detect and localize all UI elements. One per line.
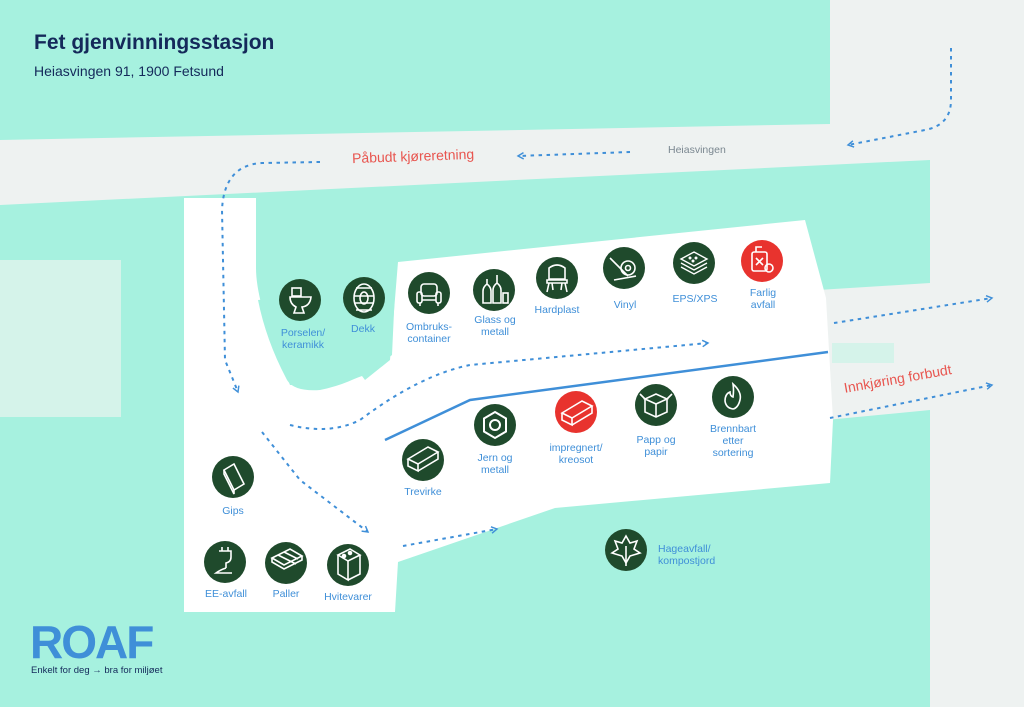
hex-nut-icon bbox=[483, 410, 507, 440]
station-label-dekk: Dekk bbox=[351, 323, 375, 335]
logo-tagline: Enkelt for deg → bra for miljøet bbox=[31, 665, 163, 676]
station-trevirke bbox=[402, 439, 444, 481]
arrow-exit-top bbox=[833, 295, 994, 324]
divider-line bbox=[384, 350, 829, 442]
foam-block-icon bbox=[679, 251, 709, 275]
armchair-icon bbox=[416, 283, 442, 306]
station-label-eps: EPS/XPS bbox=[672, 293, 718, 305]
ee-circle bbox=[204, 541, 246, 583]
arrow-exit-bottom bbox=[829, 382, 994, 419]
plank-icon bbox=[406, 446, 440, 473]
plastic-chair-icon bbox=[546, 264, 568, 293]
station-brennbart bbox=[712, 376, 754, 418]
roaf-wordmark-graphic: ROAF bbox=[30, 616, 155, 668]
impregnert-circle bbox=[555, 391, 597, 433]
roaf-logo: ROAF bbox=[30, 616, 155, 669]
arrow-entry-down bbox=[846, 48, 952, 148]
plug-icon bbox=[213, 547, 232, 574]
glass-circle bbox=[473, 269, 515, 311]
station-label-trevirke: Trevirke bbox=[404, 486, 442, 498]
cardboard-box-icon bbox=[639, 393, 673, 418]
station-impregnert bbox=[555, 391, 597, 433]
station-label-farlig: Farlig avfall bbox=[749, 287, 777, 311]
toilet-icon bbox=[289, 287, 312, 314]
tire-icon bbox=[353, 283, 375, 313]
station-label-hageavfall: Hageavfall/ kompostjord bbox=[658, 543, 716, 567]
station-label-porselen: Porselen/ keramikk bbox=[280, 327, 326, 351]
stations bbox=[204, 240, 783, 586]
porselen-circle bbox=[279, 279, 321, 321]
station-paller bbox=[265, 542, 307, 584]
paller-circle bbox=[265, 542, 307, 584]
station-label-paller: Paller bbox=[272, 588, 300, 600]
station-farlig bbox=[741, 240, 783, 282]
station-label-papp: Papp og papir bbox=[636, 434, 676, 458]
station-glass bbox=[473, 269, 515, 311]
station-jern bbox=[474, 404, 516, 446]
bottles-icon bbox=[482, 275, 509, 304]
pallet-icon bbox=[270, 548, 304, 570]
station-label-jern: Jern og metall bbox=[477, 452, 513, 476]
station-label-impregnert: impregnert/ kreosot bbox=[549, 442, 603, 466]
gips-circle bbox=[212, 456, 254, 498]
road-name-label: Heiasvingen bbox=[668, 144, 726, 156]
page-title: Fet gjenvinningsstasjon bbox=[34, 31, 275, 54]
hazard-canister-icon bbox=[751, 246, 774, 273]
station-papp bbox=[635, 384, 677, 426]
station-porselen bbox=[279, 279, 321, 321]
arrow-road-left bbox=[516, 151, 631, 160]
station-label-hardplast: Hardplast bbox=[534, 304, 580, 316]
station-dekk bbox=[343, 277, 385, 319]
hardplast-circle bbox=[536, 257, 578, 299]
washing-machine-icon bbox=[336, 548, 362, 582]
station-label-vinyl: Vinyl bbox=[613, 299, 637, 311]
address: Heiasvingen 91, 1900 Fetsund bbox=[34, 63, 224, 79]
treated-wood-icon bbox=[560, 400, 594, 427]
parking-strip bbox=[832, 343, 894, 363]
station-hageavfall bbox=[605, 529, 647, 571]
station-label-ee: EE-avfall bbox=[204, 588, 247, 600]
dekk-circle bbox=[343, 277, 385, 319]
station-eps bbox=[673, 242, 715, 284]
building-left bbox=[0, 260, 121, 417]
station-ombruk bbox=[408, 272, 450, 314]
logo-text: ROAF bbox=[30, 618, 153, 664]
leaf-icon bbox=[610, 534, 642, 566]
plasterboard-icon bbox=[222, 462, 246, 495]
recycling-yard bbox=[184, 198, 833, 612]
station-hardplast bbox=[536, 257, 578, 299]
station-vinyl bbox=[603, 247, 645, 289]
vinyl-circle bbox=[603, 247, 645, 289]
station-label-brennbart: Brennbart etter sortering bbox=[709, 423, 757, 459]
station-label-ombruk: Ombruks- container bbox=[405, 321, 453, 345]
station-label-glass: Glass og metall bbox=[474, 314, 516, 338]
flame-icon bbox=[724, 381, 742, 410]
station-label-gips: Gips bbox=[222, 505, 244, 517]
jern-circle bbox=[474, 404, 516, 446]
eps-circle bbox=[673, 242, 715, 284]
farlig-circle bbox=[741, 240, 783, 282]
vinyl-roll-icon bbox=[609, 257, 637, 281]
station-ee bbox=[204, 541, 246, 583]
station-hvitevarer bbox=[327, 544, 369, 586]
ombruk-circle bbox=[408, 272, 450, 314]
direction-arrows bbox=[220, 48, 994, 547]
station-gips bbox=[212, 456, 254, 498]
station-label-hvitevarer: Hvitevarer bbox=[324, 591, 372, 603]
